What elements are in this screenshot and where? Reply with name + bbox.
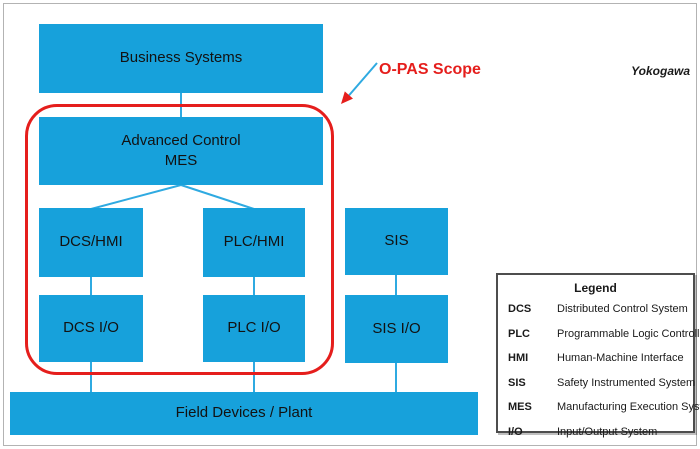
legend-definition: Human-Machine Interface <box>557 352 684 364</box>
node-label: PLC I/O <box>227 319 281 337</box>
opas-scope-label: O-PAS Scope <box>379 61 481 78</box>
node-label: Business Systems <box>119 49 243 67</box>
legend-definition: Input/Output System <box>557 425 658 438</box>
scope-arrow-icon <box>341 62 378 104</box>
node-label-line1: Advanced Control <box>121 131 241 149</box>
legend-abbr: PLC <box>508 327 530 340</box>
node-label-line2: MES <box>164 152 198 169</box>
node-dcs-io: DCS I/O <box>39 295 143 362</box>
legend-row-dcs: DCS Distributed Control System <box>498 303 693 315</box>
node-advanced-control-mes: Advanced Control MES <box>39 117 323 185</box>
node-label: SIS <box>384 232 409 250</box>
legend-abbr: MES <box>508 401 532 413</box>
legend-box: Legend DCS Distributed Control System PL… <box>496 273 700 438</box>
node-field-devices-plant: Field Devices / Plant <box>10 392 478 435</box>
legend-row-sis: SIS Safety Instrumented System <box>498 376 696 389</box>
node-plc-hmi: PLC/HMI <box>203 208 305 277</box>
legend-abbr: DCS <box>508 303 532 315</box>
node-plc-io: PLC I/O <box>203 295 305 362</box>
legend-row-io: I/O Input/Output System <box>498 426 693 438</box>
legend-definition: Manufacturing Execution System <box>557 401 700 413</box>
node-label: PLC/HMI <box>223 233 285 251</box>
node-label: Field Devices / Plant <box>175 404 313 422</box>
node-business-systems: Business Systems <box>39 24 323 93</box>
node-sis: SIS <box>345 208 448 275</box>
legend-definition: Safety Instrumented System <box>557 376 696 389</box>
legend-row-hmi: HMI Human-Machine Interface <box>498 352 693 364</box>
legend-row-mes: MES Manufacturing Execution System <box>498 401 700 413</box>
legend-definition: Programmable Logic Controller <box>557 327 700 340</box>
legend-title: Legend <box>574 281 617 295</box>
legend-abbr: I/O <box>508 425 523 438</box>
node-dcs-hmi: DCS/HMI <box>39 208 143 277</box>
legend-abbr: HMI <box>508 352 529 364</box>
legend-row-plc: PLC Programmable Logic Controller <box>498 327 700 340</box>
node-label: DCS/HMI <box>59 233 123 251</box>
legend-abbr: SIS <box>508 376 526 389</box>
legend-definition: Distributed Control System <box>557 303 688 315</box>
node-label: DCS I/O <box>63 319 119 337</box>
brand-yokogawa: Yokogawa <box>631 64 690 78</box>
opas-scope-outline <box>25 104 334 375</box>
node-sis-io: SIS I/O <box>345 295 448 363</box>
node-label: SIS I/O <box>372 319 421 337</box>
